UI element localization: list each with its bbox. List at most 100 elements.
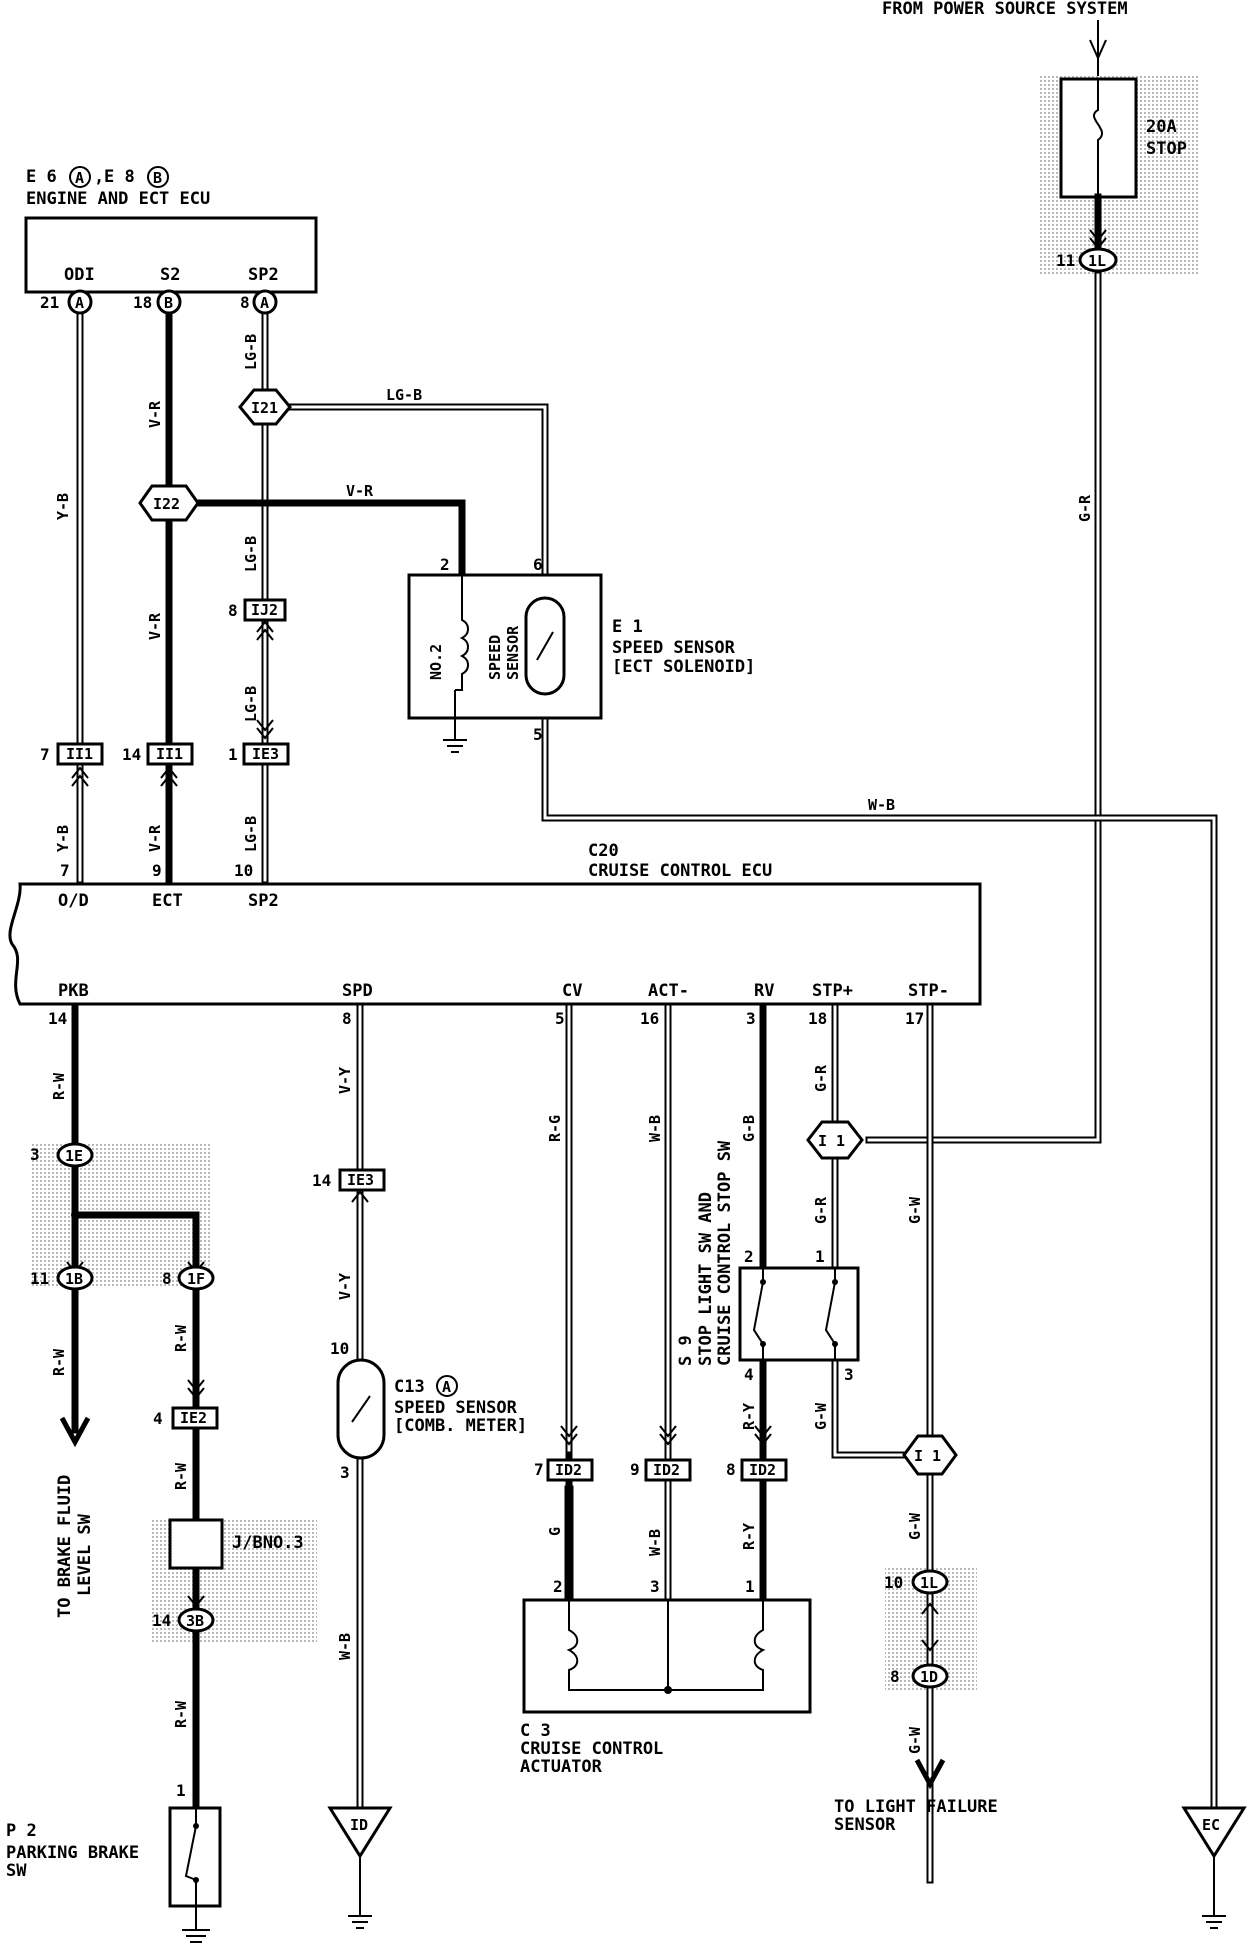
wire-label-lgb-h: LG-B	[386, 386, 422, 404]
speed-sensor-e1	[407, 573, 603, 720]
engine-ecu-box	[24, 216, 318, 294]
brake-fluid-label-1: TO BRAKE FLUID	[55, 1475, 75, 1618]
svg-text:A: A	[75, 294, 84, 312]
wire-label-vr-2: V-R	[146, 612, 164, 640]
svg-text:1L: 1L	[920, 1574, 938, 1592]
cruise-ecu-name: CRUISE CONTROL ECU	[588, 861, 772, 881]
actuator-code: C 3	[520, 1721, 551, 1741]
fuse-name: STOP	[1146, 139, 1187, 159]
wire-label-gw-4: G-W	[906, 1726, 924, 1754]
solenoid-coil-icon	[455, 575, 469, 691]
svg-text:II1: II1	[66, 745, 93, 763]
svg-text:3: 3	[30, 1145, 40, 1164]
svg-text:II1: II1	[156, 745, 183, 763]
svg-text:1: 1	[176, 1781, 186, 1800]
jb-no3-label: J/BNO.3	[232, 1533, 304, 1553]
actuator-name-1: CRUISE CONTROL	[520, 1739, 663, 1759]
wire-label-ry-2: R-Y	[740, 1523, 758, 1550]
light-failure-label-2: SENSOR	[834, 1815, 896, 1835]
svg-text:2: 2	[553, 1577, 563, 1596]
wire-label-gw-3: G-W	[906, 1512, 924, 1540]
parking-brake-sw: SW	[6, 1861, 27, 1881]
svg-text:4: 4	[744, 1365, 754, 1384]
connector-ie2	[171, 1406, 219, 1430]
svg-text:A: A	[442, 1378, 451, 1396]
svg-text:1F: 1F	[187, 1270, 205, 1288]
ecu-term-pkb: PKB	[58, 981, 89, 1001]
wire-label-rw-2: R-W	[50, 1348, 68, 1376]
c13-code: C13	[394, 1377, 425, 1397]
svg-text:I 1: I 1	[818, 1132, 845, 1150]
wire-label-rw-1: R-W	[50, 1072, 68, 1100]
wire-label-rg: R-G	[546, 1115, 564, 1142]
svg-text:2: 2	[440, 555, 450, 574]
arrow-down-icon	[59, 1416, 91, 1448]
arrow-down-icon	[914, 1758, 946, 1790]
engine-ecu-term-sp2: SP2	[248, 265, 279, 285]
svg-text:B: B	[164, 294, 173, 312]
svg-text:IE3: IE3	[347, 1171, 374, 1189]
c13-sub: [COMB. METER]	[394, 1416, 527, 1436]
ecu-term-spd: SPD	[342, 981, 373, 1001]
ground-id-icon	[327, 1806, 393, 1859]
wire-label-lgb-1: LG-B	[242, 334, 260, 370]
pin-badge	[67, 289, 93, 315]
wire-label-wb-2: W-B	[336, 1633, 354, 1660]
svg-text:I21: I21	[251, 399, 278, 417]
wire-label-vr-h: V-R	[346, 482, 374, 500]
connector-ii1-b	[146, 742, 194, 766]
wire-label-wb-4: W-B	[646, 1529, 664, 1556]
connector-id2-a	[546, 1458, 594, 1482]
svg-text:IE3: IE3	[252, 745, 279, 763]
svg-text:A: A	[260, 294, 269, 312]
jb-connector-1d	[911, 1663, 949, 1689]
junction-i1-top	[806, 1120, 864, 1160]
c13-badge	[436, 1375, 458, 1397]
wire-label-rw-4: R-W	[172, 1462, 190, 1490]
svg-text:ID: ID	[350, 1816, 368, 1834]
jb-no3-box	[168, 1518, 224, 1570]
wire-label-g: G	[546, 1527, 564, 1536]
wire-label-gb: G-B	[740, 1115, 758, 1142]
wire-label-rw-5: R-W	[172, 1700, 190, 1728]
engine-ecu-badge-b	[147, 166, 169, 188]
svg-text:1: 1	[228, 745, 238, 764]
junction-i22	[138, 484, 200, 522]
stop-switch-line2: CRUISE CONTROL STOP SW	[715, 1140, 735, 1366]
svg-text:18: 18	[133, 293, 152, 312]
ecu-term-cv: CV	[562, 981, 582, 1001]
pin-badge	[252, 289, 278, 315]
svg-text:5: 5	[555, 1009, 565, 1028]
svg-text:14: 14	[152, 1611, 171, 1630]
svg-text:18: 18	[808, 1009, 827, 1028]
svg-text:7: 7	[40, 745, 50, 764]
svg-text:B: B	[153, 169, 162, 187]
svg-text:9: 9	[152, 861, 162, 880]
engine-ecu-name: ENGINE AND ECT ECU	[26, 189, 210, 209]
pin-badge	[156, 289, 182, 315]
svg-text:SENSOR: SENSOR	[504, 625, 522, 680]
svg-text:1D: 1D	[920, 1668, 938, 1686]
svg-text:16: 16	[640, 1009, 659, 1028]
stop-light-switch	[738, 1266, 860, 1362]
engine-ecu-code-b: E 8	[104, 167, 135, 187]
cruise-ecu-box	[8, 882, 982, 1006]
ground-icon	[182, 1906, 210, 1943]
wire-label-lgb-2: LG-B	[242, 536, 260, 572]
svg-text:IJ2: IJ2	[251, 601, 278, 619]
ecu-term-rv: RV	[754, 981, 774, 1001]
svg-text:4: 4	[153, 1409, 163, 1428]
wire-label-wb-3: W-B	[646, 1115, 664, 1142]
svg-text:21: 21	[40, 293, 59, 312]
engine-ecu-term-odi: ODI	[64, 265, 95, 285]
parking-brake-code: P 2	[6, 1821, 37, 1841]
wire-label-yb-1: Y-B	[54, 493, 72, 520]
stop-switch-line1: STOP LIGHT SW AND	[696, 1192, 716, 1366]
svg-text:SPEED SENSOR: SPEED SENSOR	[612, 638, 736, 658]
wire-label-lgb-4: LG-B	[242, 816, 260, 852]
wire-label-ry-1: R-Y	[740, 1403, 758, 1430]
svg-text:8: 8	[890, 1667, 900, 1686]
wire-label-vr-3: V-R	[146, 824, 164, 852]
svg-text:I 1: I 1	[914, 1447, 941, 1465]
